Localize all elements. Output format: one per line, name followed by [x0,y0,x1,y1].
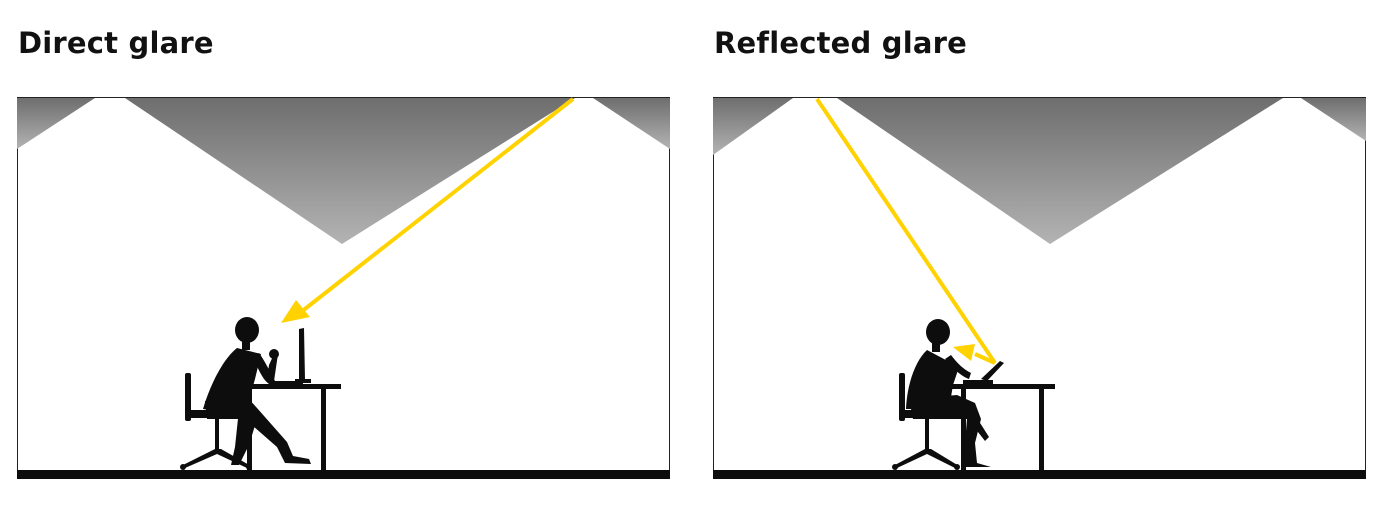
light-ray-arrow [815,97,997,365]
direct-glare-scene [17,97,672,479]
desk [949,384,1055,470]
floor [713,470,1366,479]
person-silhouette [203,317,311,465]
ceiling-panel-right [1301,98,1366,141]
ceiling-panel-center [125,98,575,244]
floor [17,470,670,479]
ceiling-panel-left [713,98,793,155]
laptop-icon [963,361,1004,384]
reflected-glare-scene [713,97,1368,479]
reflected-glare-illustration [713,97,1366,479]
ceiling-panel-left [17,98,95,149]
reflected-glare-title: Reflected glare [714,26,968,60]
direct-glare-title: Direct glare [18,26,214,60]
light-ray-arrow [281,97,575,323]
person-silhouette [906,319,991,467]
monitor-icon [269,328,311,384]
ceiling-panel-right [593,98,670,149]
ceiling-panel-center [837,98,1283,244]
direct-glare-illustration [17,97,670,479]
